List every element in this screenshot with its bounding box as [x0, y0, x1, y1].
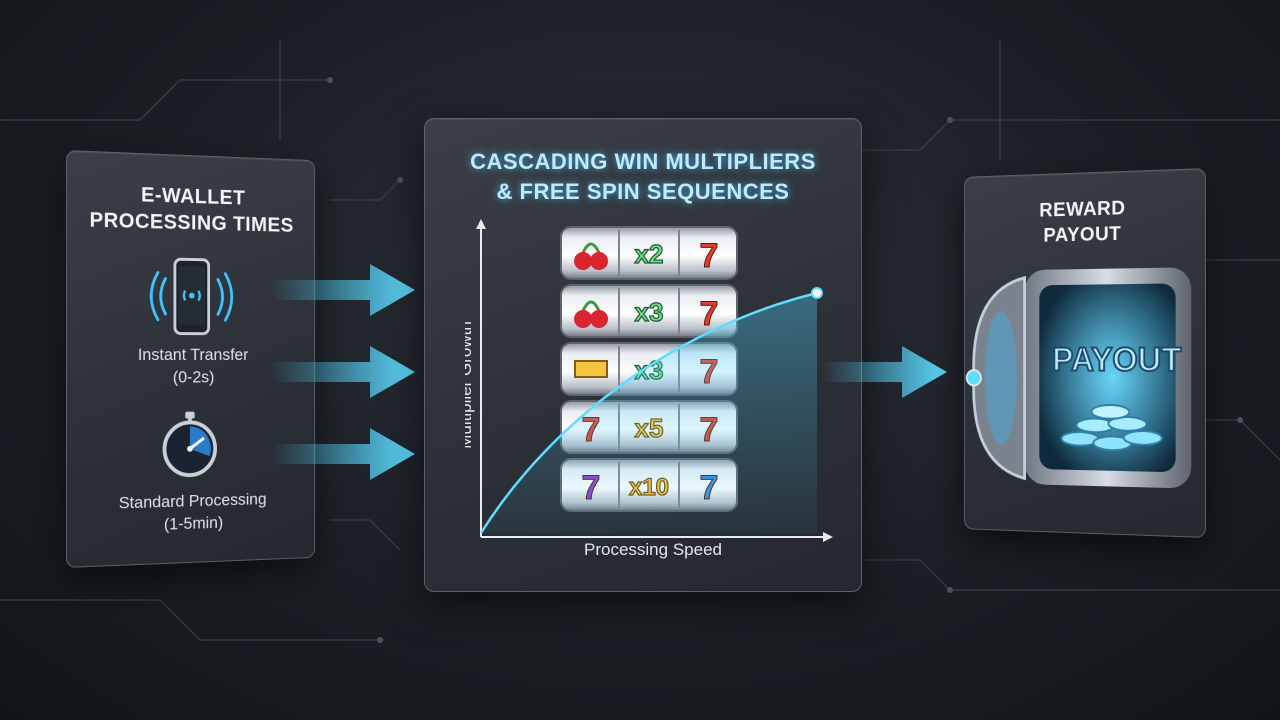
reel-row: x3 7 — [560, 284, 738, 338]
smartphone-signal-icon — [145, 255, 239, 338]
growth-curve — [479, 291, 818, 534]
arrow-right-icon — [270, 264, 415, 316]
standard-processing-label: Standard Processing (1-5min) — [67, 486, 314, 538]
reward-payout-panel: REWARD PAYOUT PAYOUT — [963, 168, 1206, 538]
curve-endpoint — [811, 287, 823, 299]
arrow-right-icon — [270, 428, 415, 480]
vault-icon: PAYOUT — [965, 267, 1192, 489]
reel-row: x2 7 — [560, 226, 738, 280]
stopwatch-icon — [156, 411, 224, 479]
x-axis-arrowhead — [823, 532, 833, 542]
bar-symbol-icon — [574, 360, 608, 378]
y-axis-label: Multiplier Growth — [465, 321, 475, 449]
reel-multiplier: x2 — [635, 239, 664, 269]
reel-multiplier: x3 — [635, 297, 664, 327]
seven-symbol-icon: 7 — [700, 295, 719, 333]
arrow-right-icon — [822, 346, 947, 398]
multiplier-title-line2: & FREE SPIN SEQUENCES — [496, 179, 790, 204]
cherry-icon — [574, 310, 592, 328]
reward-payout-title: REWARD PAYOUT — [965, 193, 1205, 250]
arrow-right-icon — [270, 346, 415, 398]
x-axis-label: Processing Speed — [584, 540, 722, 559]
reward-title-line2: PAYOUT — [1043, 223, 1122, 247]
ewallet-panel: E-WALLET PROCESSING TIMES Instant Transf… — [66, 150, 316, 568]
multiplier-panel-title: CASCADING WIN MULTIPLIERS & FREE SPIN SE… — [425, 147, 861, 207]
y-axis-arrowhead — [476, 219, 486, 229]
vault-payout-label: PAYOUT — [1052, 340, 1181, 378]
multiplier-title-line1: CASCADING WIN MULTIPLIERS — [470, 149, 816, 174]
growth-area — [481, 293, 817, 533]
ewallet-panel-title: E-WALLET PROCESSING TIMES — [67, 179, 314, 239]
cherry-icon — [574, 252, 592, 270]
multiplier-panel: CASCADING WIN MULTIPLIERS & FREE SPIN SE… — [424, 118, 862, 592]
seven-symbol-icon: 7 — [700, 237, 719, 275]
